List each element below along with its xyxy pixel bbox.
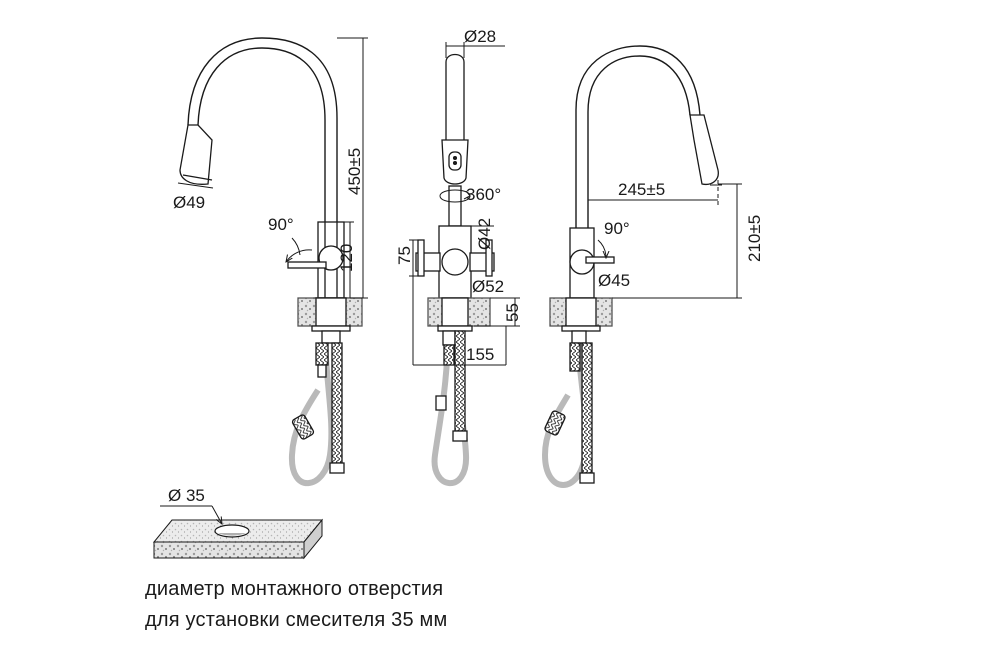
label-spout-height-210: 210±5	[745, 215, 764, 262]
spray-head	[179, 124, 213, 185]
label-lever-angle-right: 90°	[604, 219, 630, 238]
spout-tube	[445, 53, 465, 140]
label-body-height-120: 120	[337, 244, 356, 272]
label-lever-angle-left: 90°	[268, 215, 294, 234]
middle-view	[409, 42, 520, 487]
label-height-75: 75	[395, 246, 414, 265]
spout-arc	[197, 47, 326, 222]
label-spout-diameter: Ø28	[464, 27, 496, 46]
hose-weight	[291, 414, 315, 440]
hose-weight	[544, 410, 566, 436]
countertop-hole-illustration	[152, 505, 324, 560]
label-reach-245: 245±5	[618, 180, 665, 199]
angle-arc-left	[286, 249, 313, 262]
countertop-front	[153, 541, 305, 559]
angle-arc-right	[597, 239, 606, 258]
label-rotation: 360°	[466, 185, 501, 204]
label-height-450: 450±5	[345, 148, 364, 195]
spout-arc	[575, 45, 701, 228]
caption-line-1: диаметр монтажного отверстия	[145, 578, 444, 600]
label-body-diameter-45: Ø45	[598, 271, 630, 290]
lever	[287, 261, 327, 269]
spray-head	[689, 114, 719, 186]
lever	[585, 256, 615, 264]
label-base-height-55: 55	[503, 303, 522, 322]
label-hole-diameter: Ø 35	[168, 486, 205, 505]
label-depth-155: 155	[466, 345, 494, 364]
right-view	[541, 45, 742, 488]
caption-line-2: для установки смесителя 35 мм	[145, 609, 448, 631]
label-base-diameter-52: Ø52	[472, 277, 504, 296]
label-spout-tip-diameter: Ø49	[173, 193, 205, 212]
label-body-diameter-42: Ø42	[475, 218, 494, 250]
left-view	[177, 37, 368, 487]
